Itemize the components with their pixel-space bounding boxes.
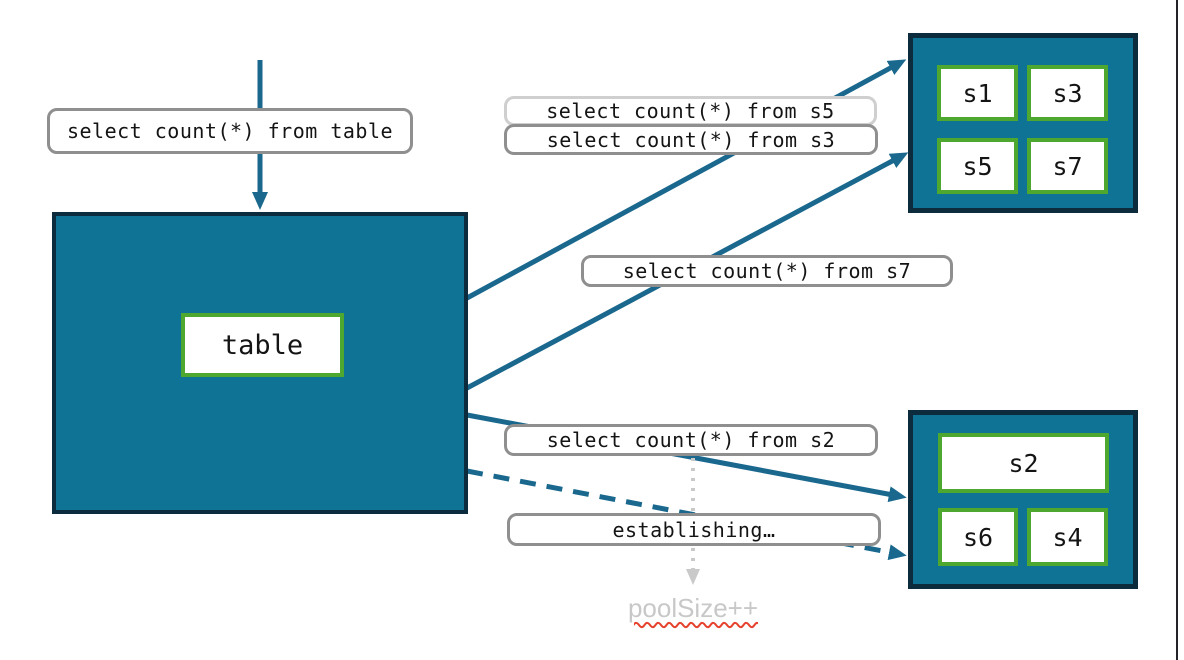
shard-cell-s3: s3 (1027, 65, 1108, 121)
slide-edge-line (1176, 0, 1178, 660)
shard-cell-s7: s7 (1027, 138, 1108, 194)
query-label-s2-text: select count(*) from s2 (546, 428, 836, 452)
shard-cell-s6: s6 (938, 508, 1018, 566)
shard-cell-s4: s4 (1027, 508, 1108, 566)
table-name-text: table (221, 329, 304, 361)
query-label-table-text: select count(*) from table (66, 119, 394, 143)
shard-cell-s5: s5 (937, 138, 1018, 194)
shard-cell-s7-text: s7 (1052, 151, 1083, 181)
table-name-box: table (181, 313, 344, 377)
query-label-table: select count(*) from table (47, 108, 413, 154)
query-label-s7: select count(*) from s7 (581, 255, 953, 287)
shard-cell-s3-text: s3 (1052, 78, 1083, 108)
query-label-s7-text: select count(*) from s7 (622, 259, 912, 283)
poolsize-label-text: poolSize++ (627, 592, 759, 623)
shard-cell-s5-text: s5 (962, 151, 993, 181)
shard-cell-s1: s1 (937, 65, 1018, 121)
table-node: table (52, 212, 468, 514)
query-label-s2: select count(*) from s2 (504, 424, 878, 456)
query-label-s5-text: select count(*) from s5 (546, 99, 835, 123)
query-label-s3-text: select count(*) from s3 (546, 127, 836, 152)
establishing-label-text: establishing… (612, 517, 776, 542)
query-label-s5: select count(*) from s5 (504, 96, 877, 126)
shard-cell-s6-text: s6 (962, 522, 994, 552)
shard-group-top: s1 s3 s5 s7 (908, 33, 1138, 213)
establishing-label: establishing… (507, 513, 881, 546)
shard-cell-s1-text: s1 (962, 78, 993, 108)
shard-cell-s2-text: s2 (1008, 448, 1039, 478)
poolsize-label: poolSize++ (593, 592, 793, 624)
shard-cell-s2: s2 (938, 433, 1109, 493)
shard-group-bottom: s2 s6 s4 (908, 410, 1138, 589)
shard-cell-s4-text: s4 (1052, 522, 1083, 552)
query-label-s3: select count(*) from s3 (504, 124, 878, 155)
